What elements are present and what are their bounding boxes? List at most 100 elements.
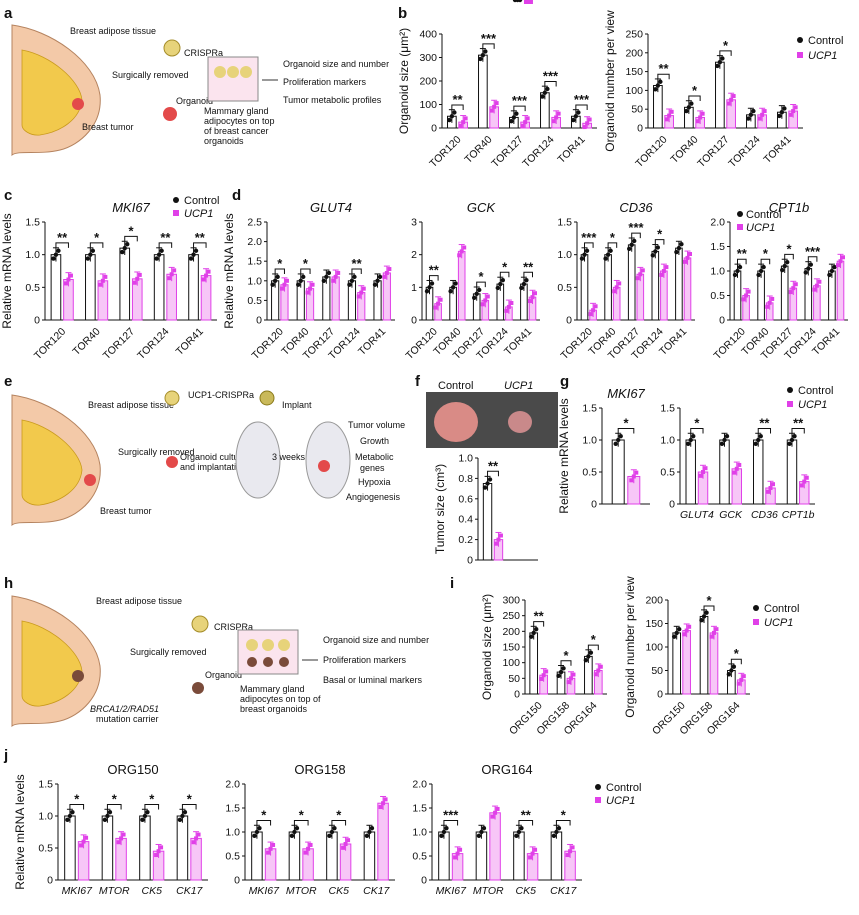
control-point — [726, 672, 732, 677]
control-point — [375, 278, 380, 283]
y-tick-label: 1.0 — [38, 811, 53, 823]
control-point — [177, 817, 183, 823]
x-tick-label: MKI67 — [62, 885, 94, 897]
control-bar — [733, 270, 742, 321]
ucp1-point — [791, 109, 796, 114]
ucp1-point — [734, 466, 739, 471]
control-point — [540, 94, 545, 99]
control-point — [756, 272, 761, 278]
ucp1-point — [98, 282, 103, 287]
ucp1-point — [303, 850, 308, 855]
ucp1-point — [461, 120, 466, 125]
y-tick-label: 0.5 — [247, 295, 262, 307]
control-point — [88, 252, 93, 257]
y-tick-label: 200 — [502, 626, 520, 638]
ucp1-point — [817, 279, 822, 284]
ucp1-point — [506, 304, 511, 309]
control-bar — [780, 265, 789, 321]
control-point — [676, 245, 682, 251]
significance-label: ** — [352, 256, 363, 271]
x-tick-label: CK17 — [176, 885, 203, 897]
control-point — [275, 274, 280, 280]
control-point — [188, 256, 194, 261]
well-adipocyte-3 — [240, 66, 252, 78]
control-point — [298, 278, 303, 283]
legend-control-label: Control — [746, 209, 781, 221]
control-point — [753, 441, 758, 447]
significance-label: * — [336, 807, 342, 822]
control-point — [349, 278, 355, 283]
label-surgically-removed: Surgically removed — [112, 70, 189, 80]
ucp1-point — [570, 845, 575, 850]
control-point — [561, 666, 566, 671]
significance-label: * — [187, 791, 193, 806]
x-tick-label: MTOR — [473, 885, 504, 897]
control-point — [53, 252, 59, 257]
ucp1-point — [159, 845, 164, 850]
significance-bracket — [193, 242, 207, 248]
ucp1-point — [554, 115, 559, 120]
control-point — [324, 274, 329, 280]
control-point — [717, 60, 723, 65]
ucp1-point — [381, 801, 386, 806]
x-tick-label: TOR40 — [70, 326, 102, 358]
y-axis-label: Relative mRNA levels — [0, 213, 14, 328]
ucp1-point — [271, 842, 276, 847]
significance-label: ** — [452, 92, 463, 107]
legend-control-label: Control — [184, 195, 219, 207]
legend-control-marker — [173, 197, 179, 203]
y-tick-label: 100 — [625, 85, 643, 97]
y-tick-label: 1.0 — [25, 249, 40, 261]
y-tick-label: 0.5 — [25, 282, 40, 294]
well-organoid-2 — [263, 657, 273, 667]
control-bar — [719, 439, 730, 505]
x-tick-label: CK5 — [516, 885, 537, 897]
y-tick-label: 2.0 — [710, 217, 725, 229]
y-tick-label: 1.5 — [710, 241, 725, 253]
well-adipocyte-2 — [262, 639, 274, 651]
ucp1-point — [438, 297, 443, 302]
control-point — [140, 817, 145, 823]
y-tick-label: 0.8 — [458, 473, 473, 485]
y-tick-label: 0 — [234, 875, 240, 887]
x-tick-label: TOR120 — [32, 326, 69, 363]
ucp1-point — [709, 634, 714, 639]
control-bar — [288, 831, 301, 881]
significance-label: ** — [793, 415, 804, 430]
control-point — [107, 809, 113, 815]
control-point — [715, 63, 720, 69]
control-point — [720, 56, 725, 61]
ucp1-point — [527, 299, 532, 304]
y-tick-label: 1.5 — [412, 803, 427, 815]
y-tick-label: 1.5 — [247, 256, 262, 268]
significance-bracket — [784, 253, 794, 260]
control-point — [699, 618, 704, 623]
control-point — [332, 825, 337, 831]
significance-label: ** — [523, 259, 534, 274]
significance-label: *** — [805, 244, 821, 259]
mammary-caption-4: organoids — [204, 136, 244, 146]
legend-control-label: Control — [764, 603, 799, 615]
control-bar — [604, 254, 612, 321]
label-surgically-removed: Surgically removed — [130, 647, 207, 657]
ucp1-point — [596, 668, 601, 673]
ucp1-point — [667, 113, 672, 118]
y-tick-label: 200 — [645, 595, 663, 607]
ucp1-point — [284, 278, 289, 283]
y-axis-label: Organoid number per view — [623, 576, 637, 718]
y-tick-label: 0.5 — [557, 282, 572, 294]
significance-bracket — [584, 242, 594, 248]
ucp1-point — [741, 297, 746, 302]
significance-label: * — [112, 791, 118, 806]
significance-bracket — [69, 803, 85, 810]
y-axis-label: Relative mRNA levels — [13, 774, 27, 889]
control-point — [731, 664, 737, 669]
ucp1-point — [336, 270, 341, 275]
control-point — [782, 106, 787, 111]
label-crispra: CRISPRa — [184, 48, 223, 58]
ucp1-point — [341, 845, 346, 850]
control-bar — [326, 831, 338, 881]
significance-bracket — [351, 268, 362, 275]
control-point — [582, 252, 587, 257]
